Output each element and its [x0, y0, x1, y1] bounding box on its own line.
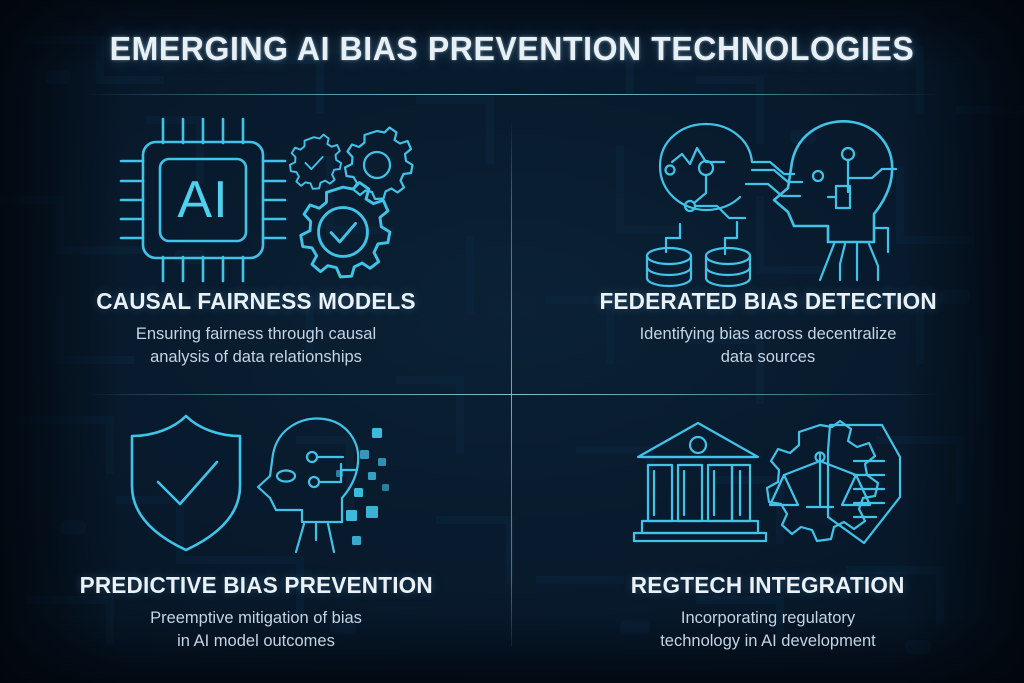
card-description-line-1: Identifying bias across decentralize [639, 325, 897, 343]
card-description-line-1: Incorporating regulatory [680, 609, 856, 627]
card-description-line-1: Ensuring fairness through causal [135, 325, 377, 343]
hex-shield-document-icon [826, 423, 902, 545]
card-description-line-2: in AI model outcomes [177, 631, 335, 650]
card-description-line-2: data sources [720, 347, 816, 366]
card-description: Preemptive mitigation of bias in AI mode… [150, 607, 362, 653]
gear-with-scales-icon [765, 419, 880, 543]
header-divider [85, 94, 940, 95]
card-federated-bias-detection[interactable]: FEDERATED BIAS DETECTION Identifying bia… [512, 104, 1024, 388]
dissolving-pixels-icon [336, 428, 389, 545]
courthouse-scales-gear-shield-icon [632, 398, 904, 570]
chip-pins-left [119, 159, 145, 240]
large-gear-check-icon [299, 181, 392, 279]
card-description: Ensuring fairness through causal analysi… [136, 323, 376, 369]
shield-check-icon [130, 414, 242, 552]
courthouse-columns-icon [632, 421, 768, 543]
head-trailing-circuit-lines [818, 226, 890, 282]
card-description: Incorporating regulatory technology in A… [660, 607, 876, 653]
card-title: REGTECH INTEGRATION [631, 572, 905, 598]
chip-ai-label: AI [177, 171, 228, 229]
quadrant-grid: AI [0, 104, 1024, 672]
medium-gear-icon [343, 126, 414, 201]
vertical-divider [511, 118, 512, 646]
card-title: FEDERATED BIAS DETECTION [599, 288, 937, 314]
database-cylinder-icon-2 [704, 246, 752, 288]
card-description-line-2: analysis of data relationships [150, 347, 362, 366]
card-description: Identifying bias across decentralize dat… [640, 323, 897, 369]
page-title: EMERGING AI BIAS PREVENTION TECHNOLOGIES [109, 30, 915, 67]
chip-inner-core [158, 157, 248, 243]
chip-pins-bottom [161, 255, 245, 283]
card-description-line-1: Preemptive mitigation of bias [150, 609, 362, 627]
circuit-head-profile-icon [772, 120, 898, 244]
shield-check-head-pixels-icon [120, 398, 392, 570]
card-title: PREDICTIVE BIAS PREVENTION [79, 572, 433, 598]
chip-pins-right [261, 159, 287, 240]
card-title: CAUSAL FAIRNESS MODELS [96, 288, 416, 314]
card-causal-fairness-models[interactable]: AI [0, 104, 512, 388]
brain-to-database-traces [664, 220, 739, 256]
ai-chip-gears-icon: AI [119, 114, 414, 286]
chip-pins-top [161, 117, 245, 145]
network-brain-database-head-icon [642, 114, 898, 288]
head-trailing-lines [294, 522, 336, 554]
horizontal-divider [88, 394, 938, 395]
chip-outer-body [141, 140, 265, 260]
card-regtech-integration[interactable]: REGTECH INTEGRATION Incorporating regula… [512, 388, 1024, 672]
database-cylinder-icon-1 [645, 246, 693, 288]
circuit-brain-icon [658, 122, 804, 220]
small-gear-check-icon [288, 133, 343, 190]
circuit-head-profile-icon [256, 417, 360, 524]
card-predictive-bias-prevention[interactable]: PREDICTIVE BIAS PREVENTION Preemptive mi… [0, 388, 512, 672]
header: EMERGING AI BIAS PREVENTION TECHNOLOGIES [0, 30, 1024, 68]
card-description-line-2: technology in AI development [660, 631, 876, 650]
